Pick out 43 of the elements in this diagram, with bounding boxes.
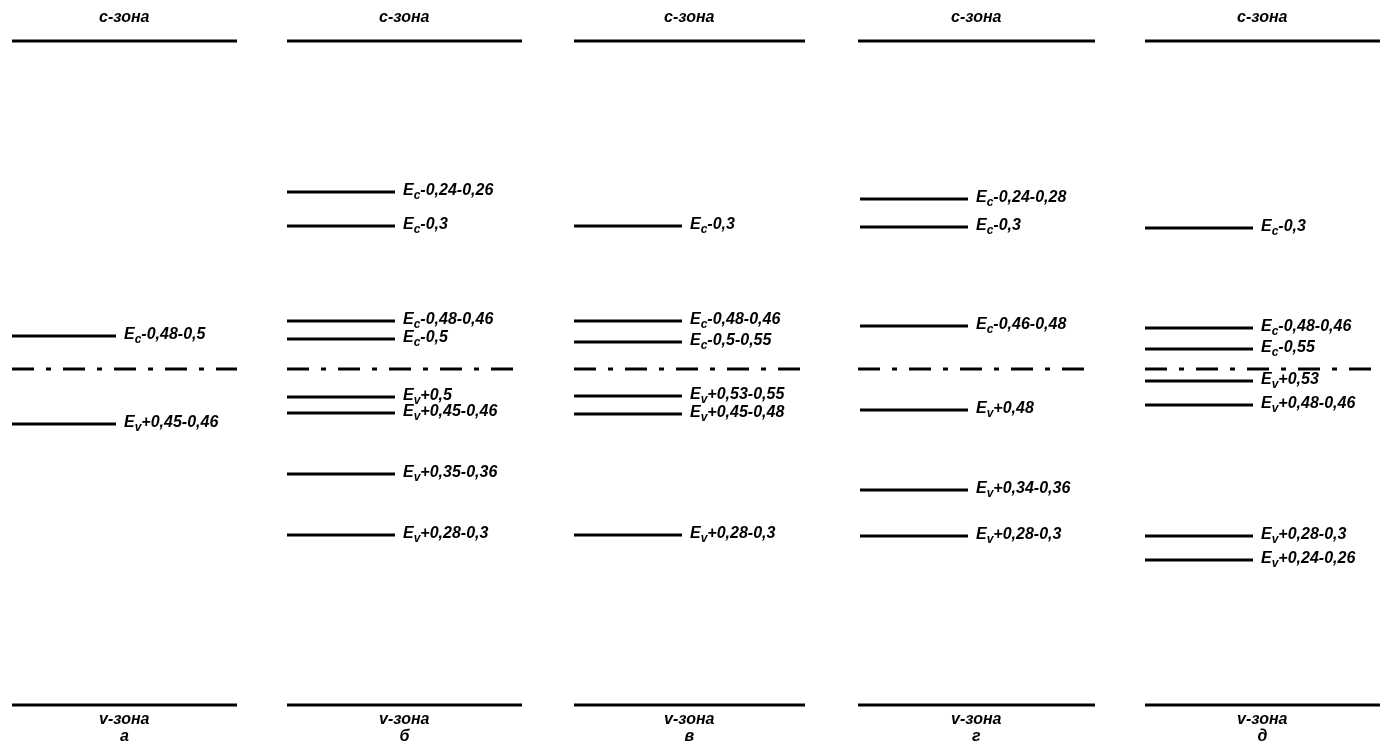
band-label: v-зона xyxy=(664,710,715,728)
band-label: c-зона xyxy=(951,8,1002,26)
band-label: v-зона xyxy=(951,710,1002,728)
band-label: c-зона xyxy=(664,8,715,26)
level-label: E$_{c}$-0,3 xyxy=(1261,217,1306,235)
level-label: E$_{v}$+0,48-0,46 xyxy=(1261,394,1356,412)
level-label: E$_{v}$+0,5 xyxy=(403,386,452,404)
level-label: E$_{v}$+0,53-0,55 xyxy=(690,385,785,403)
level-label: E$_{c}$-0,3 xyxy=(403,215,448,233)
band-label: c-зона xyxy=(379,8,430,26)
panel-letter: г xyxy=(972,727,981,745)
panel-letter: б xyxy=(399,727,410,745)
band-label: v-зона xyxy=(379,710,430,728)
level-label: E$_{v}$+0,24-0,26 xyxy=(1261,549,1356,567)
band-label: v-зона xyxy=(1237,710,1288,728)
band-label: c-зона xyxy=(1237,8,1288,26)
level-label: E$_{c}$-0,24-0,28 xyxy=(976,188,1067,206)
level-label: E$_{v}$+0,34-0,36 xyxy=(976,479,1071,497)
level-label: E$_{c}$-0,5 xyxy=(403,328,448,346)
level-label: E$_{c}$-0,48-0,46 xyxy=(403,310,494,328)
level-label: E$_{v}$+0,28-0,3 xyxy=(1261,525,1347,543)
level-label: E$_{v}$+0,48 xyxy=(976,399,1034,417)
panel-letter: а xyxy=(120,727,129,745)
level-label: E$_{c}$-0,46-0,48 xyxy=(976,315,1067,333)
level-label: E$_{v}$+0,53 xyxy=(1261,370,1319,388)
level-label: E$_{c}$-0,3 xyxy=(690,215,735,233)
level-label: E$_{v}$+0,45-0,48 xyxy=(690,403,785,421)
level-label: E$_{v}$+0,28-0,3 xyxy=(690,524,776,542)
panel-letter: в xyxy=(684,727,695,745)
level-label: E$_{c}$-0,48-0,46 xyxy=(1261,317,1352,335)
level-label: E$_{v}$+0,45-0,46 xyxy=(124,413,219,431)
band-label: v-зона xyxy=(99,710,150,728)
level-label: E$_{c}$-0,5-0,55 xyxy=(690,331,772,349)
level-label: E$_{v}$+0,35-0,36 xyxy=(403,463,498,481)
level-label: E$_{c}$-0,48-0,46 xyxy=(690,310,781,328)
level-label: E$_{c}$-0,48-0,5 xyxy=(124,325,206,343)
level-label: E$_{v}$+0,28-0,3 xyxy=(403,524,489,542)
level-label: E$_{c}$-0,24-0,26 xyxy=(403,181,494,199)
level-label: E$_{c}$-0,55 xyxy=(1261,338,1315,356)
level-label: E$_{v}$+0,28-0,3 xyxy=(976,525,1062,543)
panel-letter: д xyxy=(1257,727,1268,745)
band-label: c-зона xyxy=(99,8,150,26)
level-label: E$_{c}$-0,3 xyxy=(976,216,1021,234)
